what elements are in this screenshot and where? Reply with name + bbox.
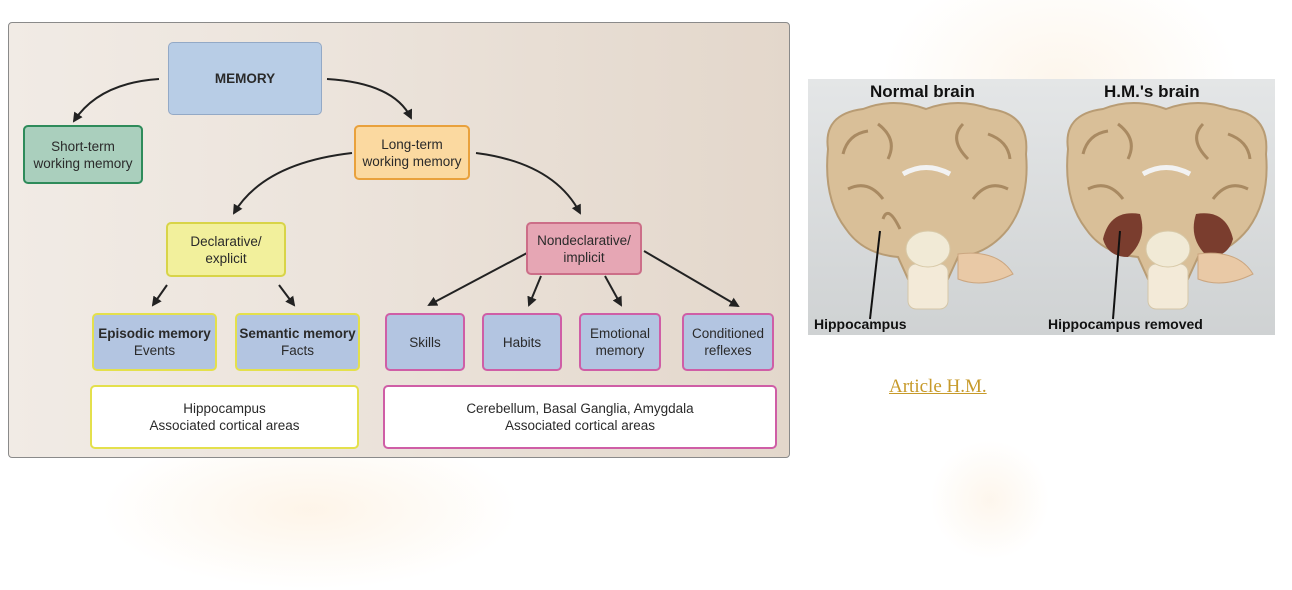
skills-label: Skills (409, 334, 441, 350)
nondeclarative-line2: implicit (563, 249, 605, 265)
declarative-areas-line1: Hippocampus (183, 401, 266, 416)
skills-box: Skills (385, 313, 465, 371)
nondeclarative-areas-box: Cerebellum, Basal Ganglia, Amygdala Asso… (383, 385, 777, 449)
arrow-nondecl-skills (427, 252, 528, 306)
emotional-line1: Emotional (589, 326, 651, 341)
short-term-box: Short-term working memory (23, 125, 143, 184)
arrow-nondecl-habits (527, 275, 542, 307)
declarative-line2: explicit (205, 250, 247, 266)
conditioned-reflexes-box: Conditioned reflexes (682, 313, 774, 371)
emotional-line2: memory (595, 343, 645, 358)
article-hm-link[interactable]: Article H.M. (889, 376, 987, 397)
nondeclarative-line1: Nondeclarative/ (537, 232, 631, 248)
memory-diagram: MEMORY Short-term working memory Long-te… (8, 22, 790, 458)
emotional-memory-box: Emotional memory (579, 313, 661, 371)
long-term-line1: Long-term (381, 136, 443, 152)
declarative-box: Declarative/ explicit (166, 222, 286, 277)
semantic-title: Semantic memory (239, 326, 356, 341)
arrow-memory-short-term (72, 78, 160, 123)
episodic-sub: Events (133, 343, 176, 358)
nondeclarative-box: Nondeclarative/ implicit (526, 222, 642, 275)
declarative-areas-line2: Associated cortical areas (149, 418, 300, 433)
long-term-box: Long-term working memory (354, 125, 470, 180)
conditioned-line2: reflexes (704, 343, 752, 358)
memory-label: MEMORY (214, 71, 276, 86)
arrow-nondecl-emotional (604, 275, 622, 307)
normal-brain-title: Normal brain (870, 82, 975, 101)
semantic-memory-box: Semantic memory Facts (235, 313, 360, 371)
declarative-areas-box: Hippocampus Associated cortical areas (90, 385, 359, 449)
memory-box: MEMORY (168, 42, 322, 115)
nondeclarative-areas-line2: Associated cortical areas (504, 418, 656, 433)
arrow-memory-long-term (326, 78, 412, 120)
long-term-line2: working memory (362, 153, 462, 169)
arrow-nondecl-conditioned (643, 250, 740, 308)
habits-label: Habits (502, 334, 542, 350)
episodic-title: Episodic memory (98, 326, 211, 341)
hm-brain-title: H.M.'s brain (1104, 82, 1200, 101)
semantic-sub: Facts (280, 343, 314, 358)
background-glow (930, 440, 1050, 560)
arrow-declarative-episodic (151, 284, 168, 307)
normal-brain-illustration (826, 102, 1028, 320)
short-term-line1: Short-term (51, 138, 115, 154)
hm-brain-illustration (1066, 102, 1268, 320)
short-term-line2: working memory (33, 155, 133, 171)
brain-illustrations (826, 102, 1268, 320)
arrow-declarative-semantic (278, 284, 296, 307)
habits-box: Habits (482, 313, 562, 371)
episodic-memory-box: Episodic memory Events (92, 313, 217, 371)
conditioned-line1: Conditioned (691, 326, 765, 341)
diagram-arrows (72, 78, 740, 308)
arrow-long-term-declarative (232, 152, 353, 215)
hippocampus-removed-label: Hippocampus removed (1048, 316, 1203, 332)
brain-comparison-image: Normal brain H.M.'s brain Hippocampus Hi… (808, 79, 1275, 335)
nondeclarative-areas-line1: Cerebellum, Basal Ganglia, Amygdala (466, 401, 694, 416)
hippocampus-label: Hippocampus (814, 316, 907, 332)
declarative-line1: Declarative/ (190, 233, 262, 249)
arrow-long-term-nondeclarative (475, 152, 581, 215)
